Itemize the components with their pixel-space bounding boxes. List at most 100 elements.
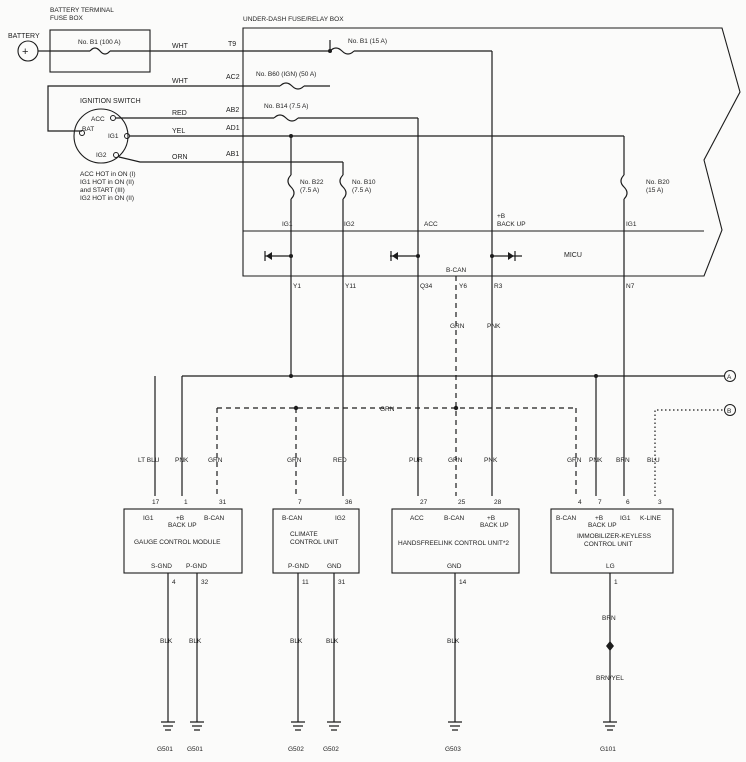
connector-a-label: A: [727, 374, 732, 381]
fuse-b20-label-2: (15 A): [646, 187, 663, 194]
terminal-t9: T9: [228, 41, 236, 48]
pin-y6: Y6: [459, 283, 467, 290]
wire-color-blk-5: BLK: [447, 638, 460, 645]
hfl-label-gnd: GND: [447, 563, 462, 570]
climate-pin-36: 36: [345, 499, 353, 506]
fuse-b10-label-1: No. B10: [352, 179, 376, 186]
hfl-pin-25: 25: [458, 499, 466, 506]
battery: BATTERY +: [8, 33, 40, 62]
splice-dot-bus-a: [289, 374, 293, 378]
terminal-ac2: AC2: [226, 74, 240, 81]
ignition-switch-title: IGNITION SWITCH: [80, 98, 141, 105]
ground-icon-1: [161, 721, 175, 731]
ground-label-g501-2: G501: [187, 746, 203, 753]
junction-connector-icon: [606, 641, 614, 651]
ign-note-2: IG1 HOT in ON (II): [80, 179, 134, 186]
hfl-label-backup-2: BACK UP: [480, 522, 509, 529]
wire-color-hfl-pnk: PNK: [484, 457, 498, 464]
fuse-b1-15a-symbol: [329, 47, 355, 55]
ign-acc-label: ACC: [91, 116, 105, 123]
ign-note-3: and START (III): [80, 187, 125, 194]
micu-label: MICU: [564, 252, 582, 259]
handsfreelink-control-unit: ACC B-CAN +B BACK UP HANDSFREELINK CONTR…: [391, 508, 520, 574]
ground-symbols: [161, 721, 617, 731]
terminal-ad1: AD1: [226, 125, 240, 132]
fuse-b14-label: No. B14 (7.5 A): [264, 103, 308, 110]
wire-blu-kline: [654, 409, 724, 496]
imm-label-lg: LG: [606, 563, 615, 570]
hfl-pin-14: 14: [459, 579, 467, 586]
fuse-b60-label: No. B60 (IGN) (50 A): [256, 71, 316, 78]
ground-label-g503: G503: [445, 746, 461, 753]
imm-pin-3: 3: [658, 499, 662, 506]
wire-color-orn: ORN: [172, 154, 188, 161]
ground-label-g101: G101: [600, 746, 616, 753]
fuse-b22-label-1: No. B22: [300, 179, 324, 186]
wire-color-gauge-grn: GRN: [208, 457, 223, 464]
wire-color-blk-1: BLK: [160, 638, 173, 645]
wire-color-ltblu: LT BLU: [138, 457, 160, 464]
splice-dot-grn-hfl: [453, 405, 459, 411]
diode-backup-icon: [508, 252, 514, 260]
wire-color-grn-micu: GRN: [450, 323, 465, 330]
battery-label: BATTERY: [8, 33, 40, 40]
wire-color-wht-top: WHT: [172, 43, 189, 50]
climate-pin-7: 7: [298, 499, 302, 506]
box-label-backup-2: BACK UP: [497, 221, 526, 228]
ground-icon-2: [190, 721, 204, 731]
imm-name-1: IMMOBILIZER-KEYLESS: [577, 533, 652, 540]
climate-pin-11: 11: [302, 579, 309, 586]
wire-color-grn-bus: GRN: [380, 406, 395, 413]
imm-label-ig1: IG1: [620, 515, 631, 522]
splice-dot-micu-acc: [416, 254, 420, 258]
fuse-b1-15a-label: No. B1 (15 A): [348, 38, 387, 45]
pin-q34: Q34: [420, 283, 433, 290]
imm-pin-7: 7: [598, 499, 602, 506]
gauge-pin-32: 32: [201, 579, 209, 586]
climate-pin-31: 31: [338, 579, 346, 586]
terminal-ab2: AB2: [226, 107, 239, 114]
ign-ig1-terminal: [124, 133, 130, 139]
wire-color-imm-grn: GRN: [567, 457, 582, 464]
box-label-ig2: IG2: [344, 221, 355, 228]
ign-ig2-label: IG2: [96, 152, 107, 159]
wire-color-imm-brn: BRN: [616, 457, 630, 464]
gauge-pin-1: 1: [184, 499, 188, 506]
imm-label-bcan: B-CAN: [556, 515, 577, 522]
climate-label-gnd: GND: [327, 563, 342, 570]
ign-bat-label: BAT: [82, 126, 94, 133]
imm-label-kline: K-LINE: [640, 515, 662, 522]
wire-color-climate-red: RED: [333, 457, 347, 464]
hfl-module-name: HANDSFREELINK CONTROL UNIT*2: [398, 540, 509, 547]
ign-note-1: ACC HOT in ON (I): [80, 171, 136, 178]
pin-n7: N7: [626, 283, 635, 290]
wire-color-imm-pnk: PNK: [589, 457, 603, 464]
ground-label-g502-1: G502: [288, 746, 304, 753]
wire-color-pnk-micu: PNK: [487, 323, 501, 330]
ignition-switch-body: [73, 108, 129, 164]
fuse-b22-label-2: (7.5 A): [300, 187, 319, 194]
fuse-b1-100a-label: No. B1 (100 A): [78, 39, 121, 46]
fuse-b22-symbol: [287, 174, 295, 200]
fuse-b14-symbol: [273, 114, 299, 122]
box-label-ig1-right: IG1: [626, 221, 637, 228]
ign-note-4: IG2 HOT in ON (II): [80, 195, 134, 202]
climate-module-outline: [272, 508, 360, 574]
wire-wht-ac2: [47, 85, 243, 132]
climate-name-2: CONTROL UNIT: [290, 539, 339, 546]
gauge-label-backup-1: +B: [176, 515, 184, 522]
gauge-label-backup-2: BACK UP: [168, 522, 197, 529]
wire-color-climate-grn: GRN: [287, 457, 302, 464]
hfl-label-backup-1: +B: [487, 515, 495, 522]
gauge-label-ig1: IG1: [143, 515, 154, 522]
pin-y1: Y1: [293, 283, 301, 290]
ground-label-g501-1: G501: [157, 746, 173, 753]
hfl-pin-28: 28: [494, 499, 502, 506]
fuse-b20-symbol: [620, 174, 628, 200]
gauge-module-outline: [123, 508, 243, 574]
wire-color-gauge-pnk: PNK: [175, 457, 189, 464]
gauge-control-module: IG1 +B BACK UP B-CAN GAUGE CONTROL MODUL…: [123, 508, 243, 574]
battery-terminal-fuse-box: BATTERY TERMINAL FUSE BOX No. B1 (100 A): [49, 7, 151, 73]
battery-fuse-box-title-2: FUSE BOX: [50, 15, 84, 22]
